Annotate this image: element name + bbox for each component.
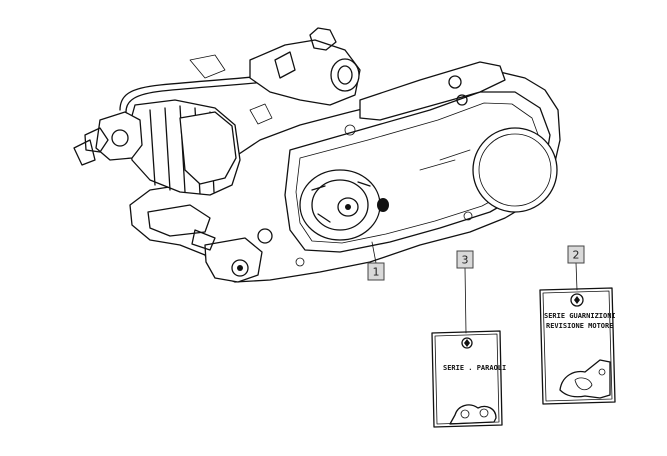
oil-seal-kit-package: SERIE . PARAOLI (431, 330, 506, 428)
callout-tag-1[interactable]: 1 (367, 262, 385, 281)
callout-1-leader (371, 241, 377, 264)
oil-seal-kit-label: SERIE . PARAOLI (443, 364, 506, 372)
callout-2-label: 2 (573, 249, 580, 262)
callout-3-label: 3 (462, 254, 469, 267)
callout-tag-3[interactable]: 3 (456, 250, 474, 269)
callout-2-leader (575, 262, 578, 291)
gasket-kit-package: SERIE GUARNIZIONI REVISIONE MOTORE (539, 287, 616, 405)
engine-assembly (73, 27, 561, 283)
callout-1-label: 1 (373, 266, 380, 279)
callout-3-leader (464, 267, 467, 334)
gasket-kit-label-line2: REVISIONE MOTORE (546, 322, 613, 330)
callout-tag-2[interactable]: 2 (567, 245, 585, 264)
gasket-kit-label-line1: SERIE GUARNIZIONI (544, 312, 616, 320)
